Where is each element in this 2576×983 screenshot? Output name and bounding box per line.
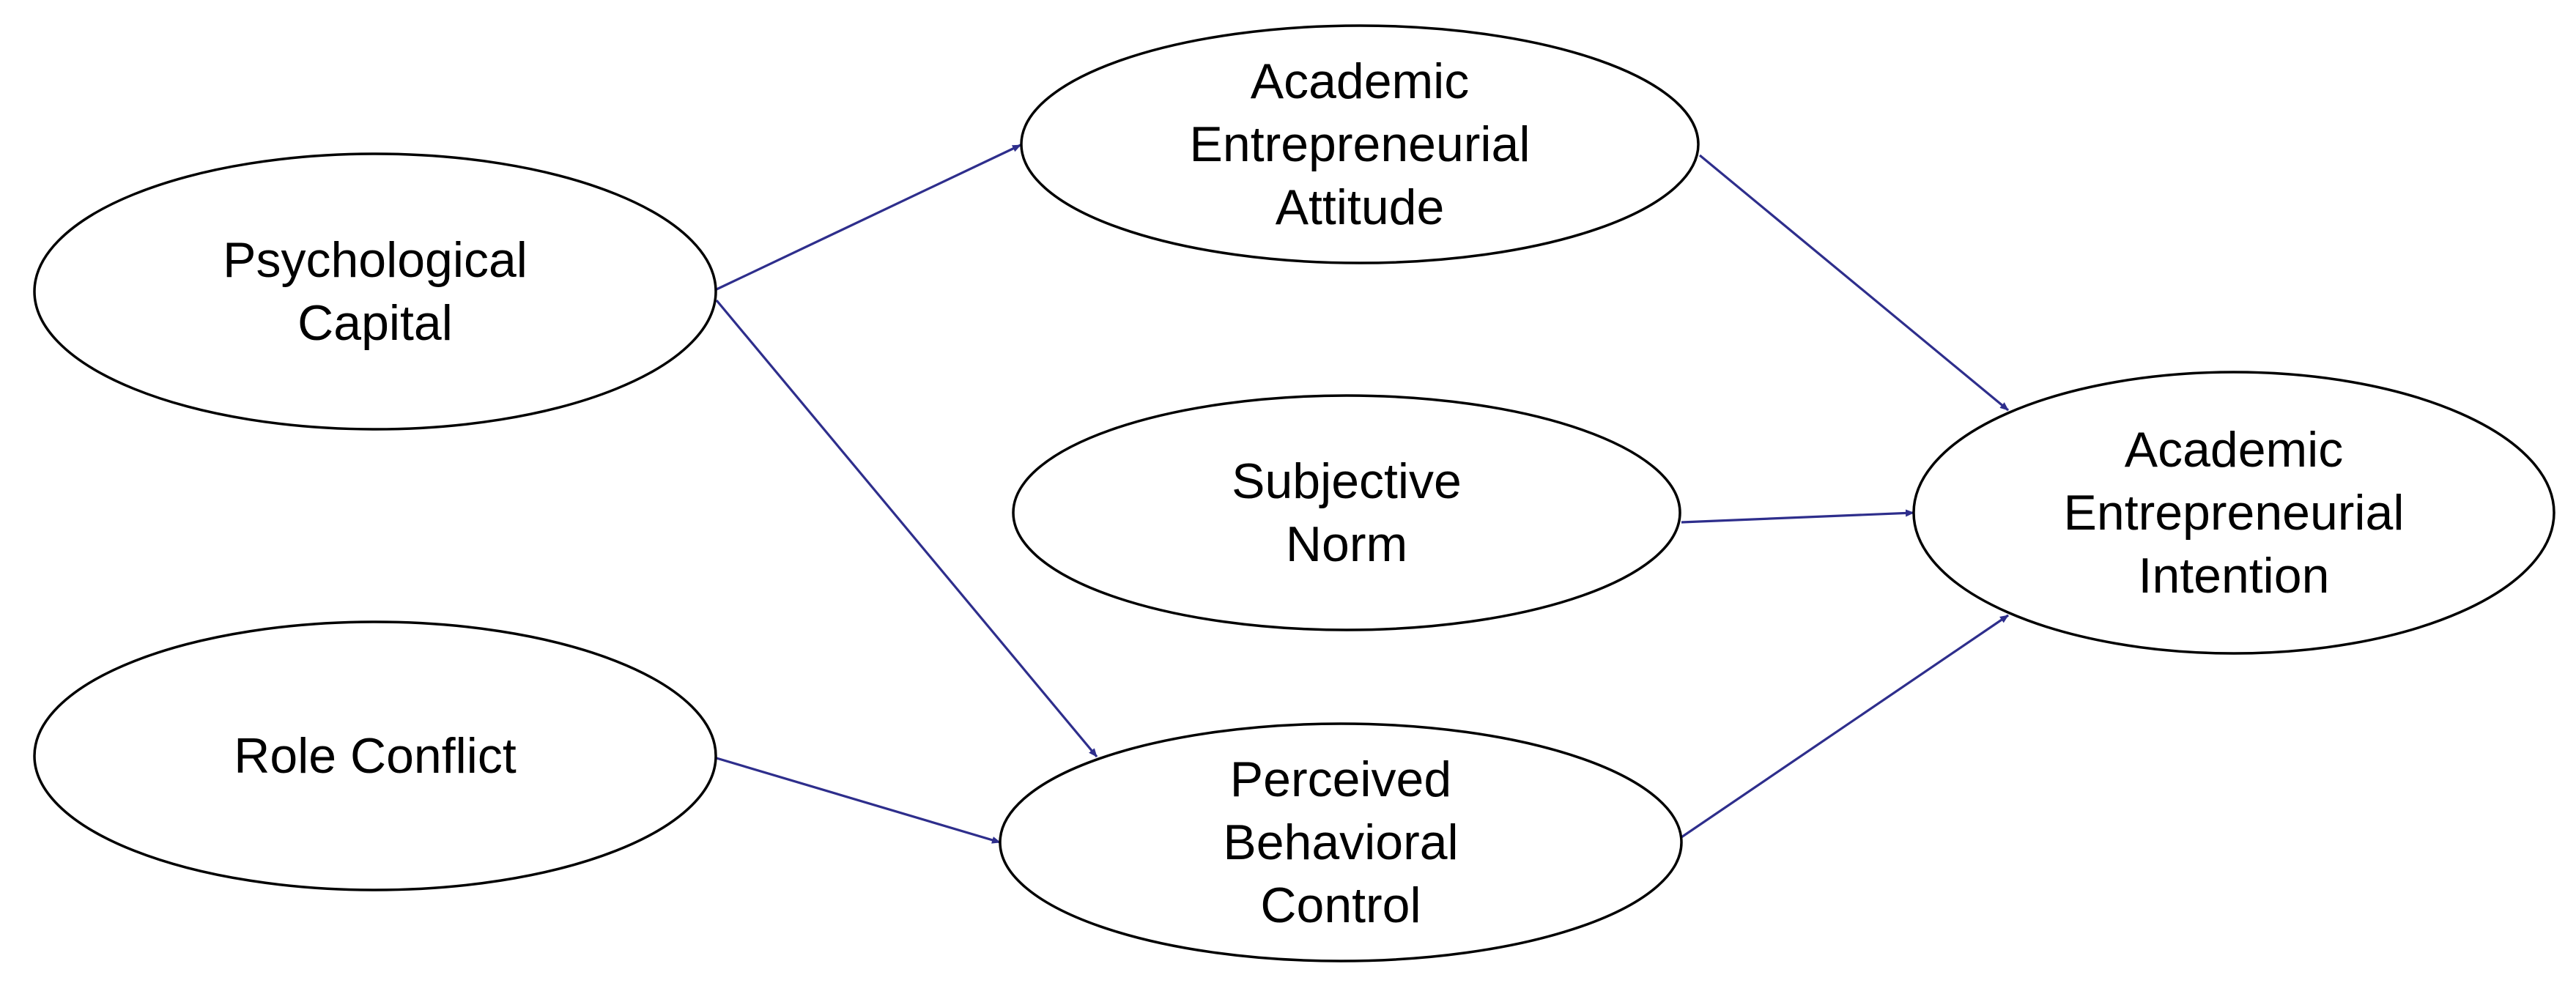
edges-layer (715, 144, 2010, 844)
node-pbc-label-line-0: Perceived (1230, 752, 1451, 807)
node-attitude-label-line-2: Attitude (1276, 179, 1445, 235)
edge-norm-to-intention (1681, 509, 1914, 524)
node-psych-label-line-0: Psychological (223, 232, 528, 288)
node-norm-ellipse (1012, 394, 1681, 631)
node-psych-label-line-1: Capital (297, 295, 453, 351)
node-attitude-label-line-1: Entrepreneurial (1190, 116, 1531, 172)
node-intention-label-line-0: Academic (2125, 422, 2344, 478)
node-attitude-ellipse (1020, 24, 1700, 264)
node-psych-ellipse (33, 152, 717, 431)
edge-attitude-to-intention (1698, 154, 2010, 412)
node-attitude-label-line-0: Academic (1251, 53, 1470, 109)
node-norm-label-line-1: Norm (1286, 516, 1407, 572)
node-role-ellipse (33, 620, 717, 891)
node-intention-label-line-2: Intention (2139, 548, 2330, 604)
node-pbc-ellipse (999, 722, 1683, 962)
node-intention-label-line-1: Entrepreneurial (2064, 485, 2405, 541)
edge-pbc-to-intention (1681, 614, 2009, 839)
node-pbc-label-line-1: Behavioral (1223, 815, 1458, 870)
edge-psych-to-pbc (715, 299, 1098, 758)
node-norm-label-line-0: Subjective (1232, 453, 1462, 509)
node-pbc-label-line-2: Control (1260, 878, 1421, 933)
edge-psych-to-attitude (716, 144, 1021, 291)
node-role-label-line-0: Role Conflict (234, 728, 517, 784)
node-role: Role Conflict (33, 620, 717, 891)
node-intention-ellipse (1912, 371, 2555, 655)
edge-role-to-pbc (716, 757, 1001, 844)
